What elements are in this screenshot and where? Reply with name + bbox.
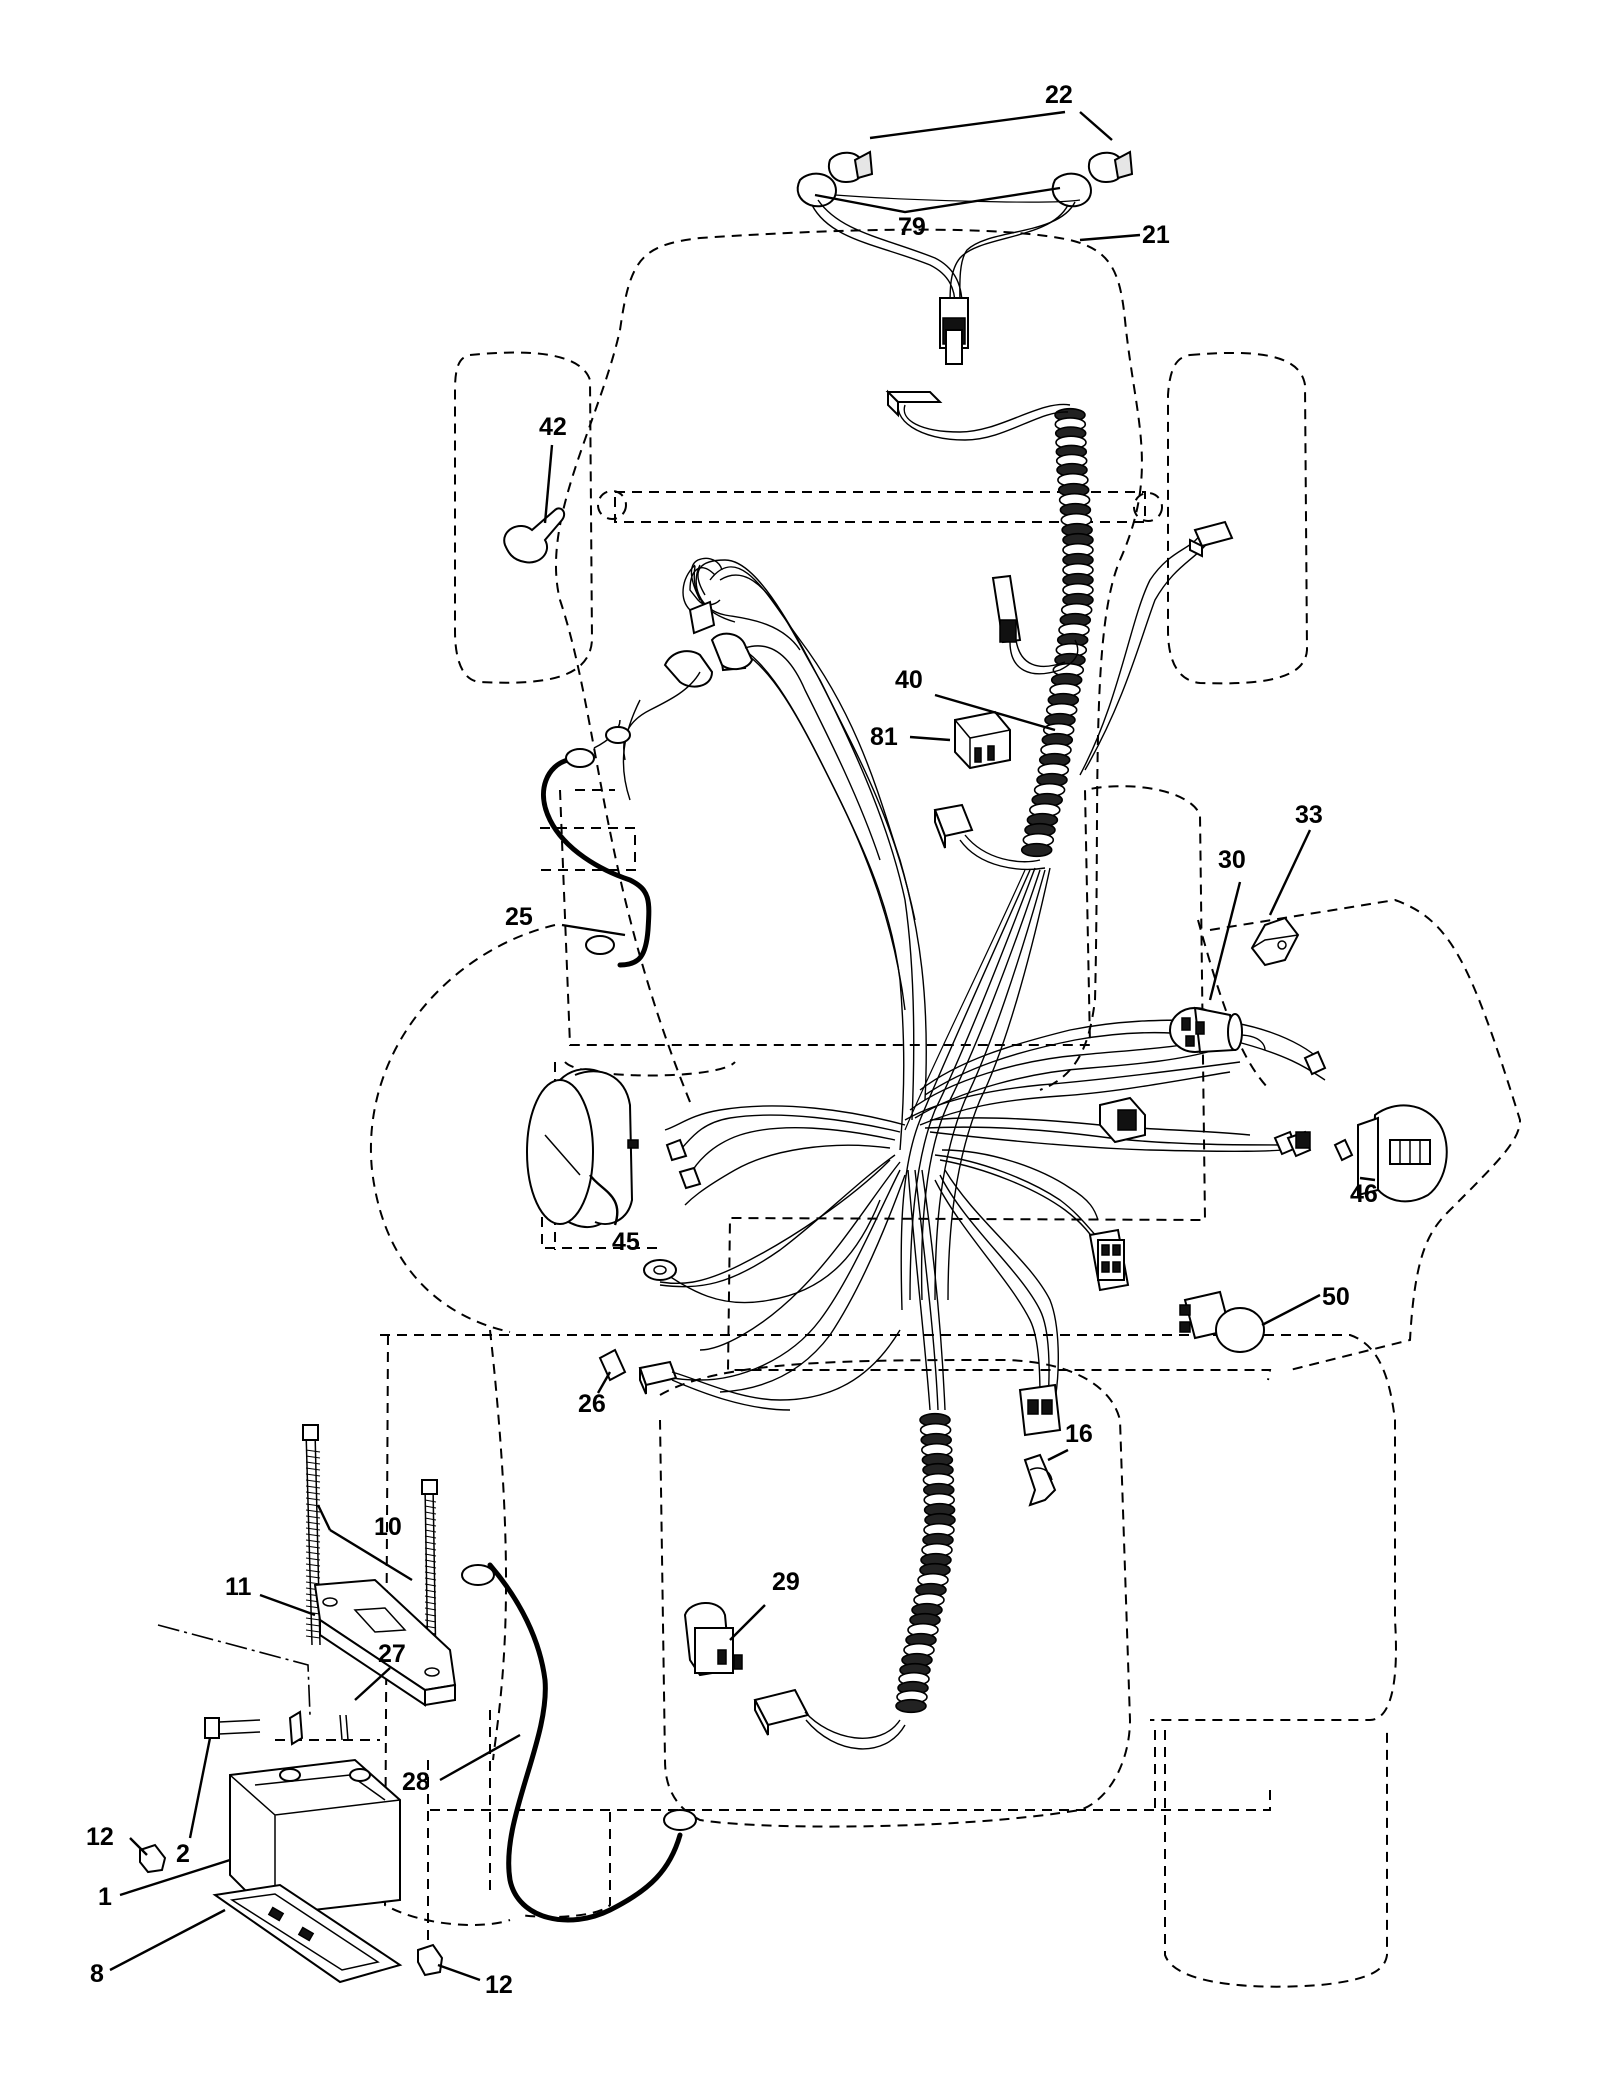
starter-solenoid <box>683 1602 906 1750</box>
loom-ring <box>1020 842 1053 858</box>
rear-right-tire-outline <box>1164 1730 1388 1988</box>
connector-26 <box>598 1329 901 1411</box>
callout-81: 81 <box>870 723 898 751</box>
callout-22: 22 <box>1045 81 1073 109</box>
front-right-tire-outline <box>1167 351 1309 685</box>
dash-panel-outline <box>1209 898 1522 1371</box>
thread-tick <box>305 1485 321 1489</box>
thread-tick <box>305 1557 321 1561</box>
thread-tick <box>305 1575 321 1579</box>
thread-tick <box>305 1623 321 1627</box>
callout-29: 29 <box>772 1568 800 1596</box>
callout-11: 11 <box>225 1573 252 1601</box>
thread-tick <box>305 1533 321 1537</box>
thread-tick <box>305 1617 321 1621</box>
ground-cable <box>541 719 652 968</box>
hour-meter <box>1357 1104 1448 1203</box>
thread-tick <box>305 1629 321 1633</box>
thread-tick <box>305 1461 321 1465</box>
seat-well-outline <box>659 1358 1132 1828</box>
thread-tick <box>305 1479 321 1483</box>
loom-bottom <box>895 1412 956 1714</box>
battery-tray-guide <box>157 1624 311 1716</box>
callout-33: 33 <box>1295 801 1323 829</box>
callout-2: 2 <box>176 1840 190 1868</box>
hood-outline <box>555 228 1143 1103</box>
headlight-assembly <box>796 150 1134 365</box>
thread-tick <box>305 1467 321 1471</box>
loom-top <box>1020 407 1094 858</box>
thread-tick <box>424 1505 437 1509</box>
thread-tick <box>305 1515 321 1519</box>
callout-45: 45 <box>612 1228 640 1256</box>
callout-27: 27 <box>378 1640 406 1668</box>
callout-46: 46 <box>1350 1180 1378 1208</box>
fuel-solenoid-connector <box>503 507 566 564</box>
callout-50: 50 <box>1322 1283 1350 1311</box>
connector-16 <box>1018 1383 1062 1507</box>
thread-tick <box>305 1551 321 1555</box>
rear-deck-outline <box>380 1334 1397 1721</box>
thread-tick <box>305 1473 321 1477</box>
callout-42: 42 <box>539 413 567 441</box>
loom-ring <box>895 1698 927 1714</box>
thread-tick <box>305 1455 321 1459</box>
battery-bolt <box>204 1710 349 1746</box>
callout-16: 16 <box>1065 1420 1093 1448</box>
chassis-outline <box>369 228 1522 1988</box>
thread-tick <box>305 1545 321 1549</box>
battery-hold-down <box>302 1424 457 1707</box>
thread-tick <box>305 1569 321 1573</box>
callout-12-left: 12 <box>86 1823 114 1851</box>
thread-tick <box>305 1491 321 1495</box>
callout-26: 26 <box>578 1390 606 1418</box>
callouts: 22 79 21 42 40 81 25 33 30 45 46 50 26 1… <box>86 81 1378 1999</box>
callout-8: 8 <box>90 1960 104 1988</box>
thread-tick <box>424 1511 437 1515</box>
nut-12-left <box>139 1843 167 1874</box>
mower-deck-outline <box>369 924 556 1333</box>
callout-25: 25 <box>505 903 533 931</box>
eight-pin-connector <box>1088 1228 1130 1292</box>
leader-lines <box>109 110 1376 1982</box>
dash-connectors <box>1099 1050 1354 1162</box>
thread-tick <box>305 1635 321 1639</box>
frame-outline <box>559 785 1272 1381</box>
callout-1: 1 <box>98 1883 112 1911</box>
battery-tray <box>212 1883 403 1984</box>
pto-switch <box>1179 1290 1265 1353</box>
battery-cable <box>461 1562 697 1923</box>
thread-tick <box>305 1581 321 1585</box>
callout-40: 40 <box>895 666 923 694</box>
main-wiring-harness <box>622 389 1326 1714</box>
ignition-switch <box>1169 1006 1243 1054</box>
thread-tick <box>305 1509 321 1513</box>
thread-tick <box>305 1449 321 1453</box>
callout-79: 79 <box>898 213 926 241</box>
front-left-tire-outline <box>454 351 594 684</box>
battery <box>229 1758 401 1917</box>
callout-30: 30 <box>1218 846 1246 874</box>
thread-tick <box>305 1497 321 1501</box>
callout-28: 28 <box>402 1768 430 1796</box>
thread-tick <box>305 1539 321 1543</box>
callout-12-bottom: 12 <box>485 1971 513 1999</box>
callout-10: 10 <box>374 1513 402 1541</box>
thread-tick <box>424 1499 437 1503</box>
nut-12-bottom <box>417 1943 444 1977</box>
thread-tick <box>424 1517 437 1521</box>
thread-tick <box>305 1521 321 1525</box>
callout-21: 21 <box>1142 221 1170 249</box>
seat-switch <box>1250 916 1300 967</box>
thread-tick <box>305 1527 321 1531</box>
thread-tick <box>305 1563 321 1567</box>
